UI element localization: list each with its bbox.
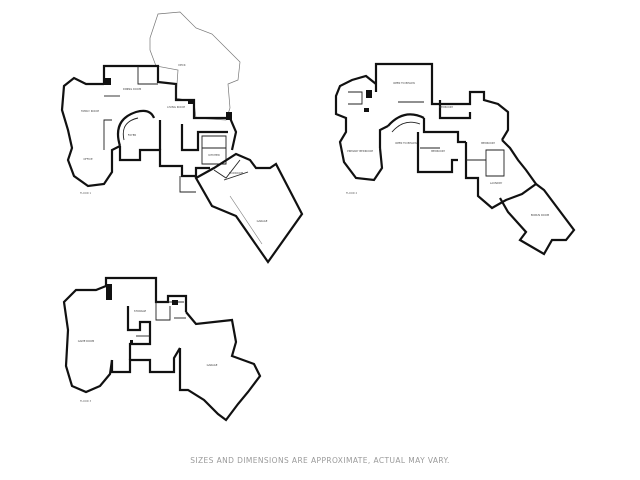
family-room-walls — [60, 76, 121, 188]
floor-2-west-walls — [334, 74, 384, 182]
room-label-dining-room: DINING ROOM — [123, 87, 141, 91]
floor-plan-3 — [62, 276, 262, 422]
room-label-living-room: LIVING ROOM — [167, 105, 185, 109]
floor-2-gallery-curve — [387, 113, 425, 127]
room-label-game-room: GAME ROOM — [78, 339, 95, 343]
room-label-laundry: LAUNDRY — [490, 181, 503, 185]
room-label-storage: STORAGE — [134, 309, 147, 313]
floor-plans-drawing: DECK FAMILY ROOM DINING ROOM LIVING ROOM… — [60, 11, 576, 422]
floor-2-angled-wing — [464, 142, 576, 256]
room-label-office: OFFICE — [83, 157, 93, 161]
room-label-primary-bedroom: PRIMARY BEDROOM — [347, 149, 373, 153]
room-label-bonus-room: BONUS ROOM — [531, 213, 549, 217]
floor-label-1: FLOOR 1 — [80, 191, 92, 195]
floor-label-3: FLOOR 3 — [80, 399, 92, 403]
room-label-bedroom-2: BEDROOM — [431, 149, 445, 153]
north-wing-walls — [102, 64, 238, 151]
floor-label-2: FLOOR 2 — [346, 191, 358, 195]
deck-outline — [149, 11, 241, 121]
room-label-garage-1: GARAGE — [257, 219, 268, 223]
room-label-family-room: FAMILY ROOM — [81, 109, 99, 113]
floor-plan-1 — [60, 11, 304, 264]
room-label-mudroom: MUDROOM — [229, 171, 243, 175]
room-label-bedroom-3: BEDROOM — [481, 141, 495, 145]
room-label-foyer: FOYER — [128, 133, 137, 137]
room-label-open-to-below-1: OPEN TO BELOW — [393, 81, 415, 85]
foyer-curve — [116, 109, 156, 147]
room-label-garage-2: GARAGE — [207, 363, 218, 367]
room-label-deck: DECK — [178, 63, 185, 67]
room-label-bedroom-1: BEDROOM — [439, 105, 453, 109]
floor-3-storage-walls — [178, 311, 262, 422]
floor-3-west-walls — [62, 284, 114, 394]
garage-walls — [194, 152, 304, 264]
room-label-kitchen: KITCHEN — [208, 153, 219, 157]
disclaimer-text: SIZES AND DIMENSIONS ARE APPROXIMATE, AC… — [190, 456, 450, 465]
floor-plan-2 — [334, 62, 576, 256]
room-label-open-to-below-2: OPEN TO BELOW — [395, 141, 417, 145]
